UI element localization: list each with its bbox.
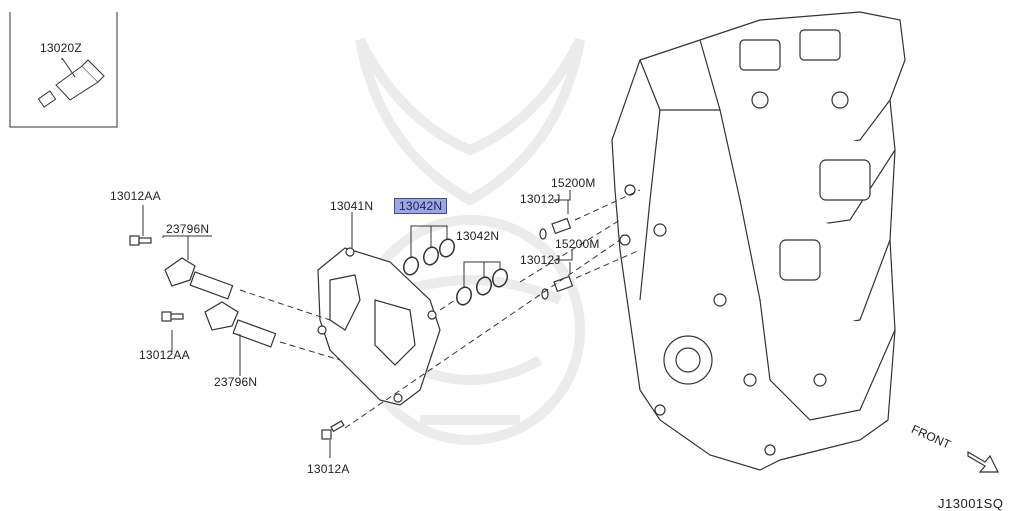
sealant-tube-icon [37, 59, 105, 108]
label-23796N-bottom[interactable]: 23796N [214, 375, 258, 389]
label-13012A[interactable]: 13012A [307, 462, 350, 476]
label-13041N[interactable]: 13041N [330, 199, 374, 213]
label-13012AA-mid[interactable]: 13012AA [139, 348, 190, 362]
diagram-reference-code: J13001SQ [938, 496, 1004, 511]
o-rings-set-1 [402, 238, 456, 276]
engine-block [611, 11, 906, 471]
label-15200M-top[interactable]: 15200M [551, 176, 596, 190]
label-13042N-highlighted[interactable]: 13042N [394, 198, 448, 214]
sealant-inset [9, 12, 118, 128]
label-13012J-top[interactable]: 13012J [520, 192, 561, 206]
label-15200M-bottom[interactable]: 15200M [555, 237, 600, 251]
label-13042N-second[interactable]: 13042N [456, 229, 500, 243]
timing-cover [317, 247, 441, 406]
o-rings-set-2 [455, 268, 509, 306]
label-13020Z[interactable]: 13020Z [40, 41, 82, 55]
assembly-dashed-lines [239, 189, 641, 429]
label-23796N-top[interactable]: 23796N [166, 222, 210, 236]
sensor-top [164, 257, 234, 300]
bolt-icons [129, 217, 574, 440]
label-13012J-bottom[interactable]: 13012J [520, 253, 561, 267]
label-13012AA-top[interactable]: 13012AA [110, 189, 161, 203]
leader-lines [61, 58, 573, 458]
front-arrow-icon [967, 450, 999, 473]
sensor-bottom [204, 301, 277, 348]
